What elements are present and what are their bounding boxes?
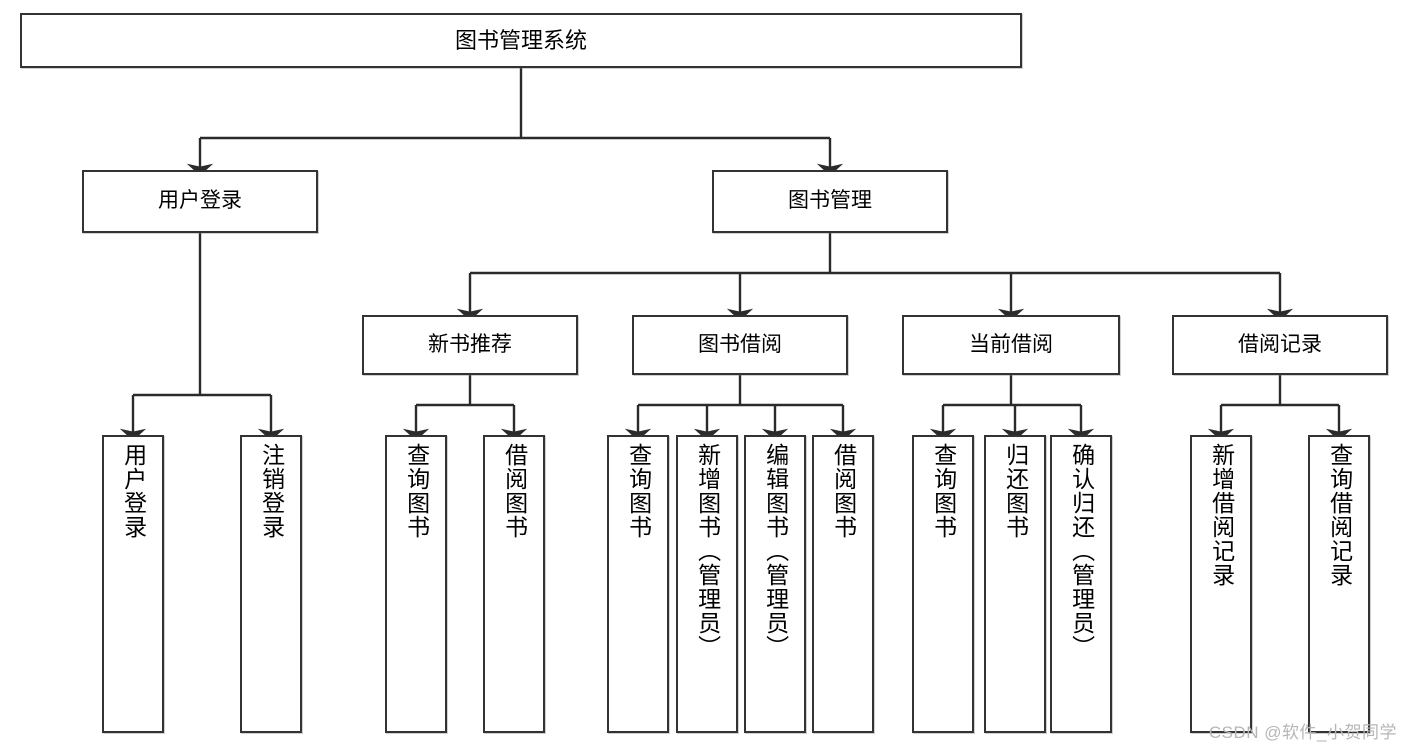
node-label-leaf-add-book: 新增图书（管理员） [694,443,721,659]
node-label-book-borrow: 图书借阅 [698,332,782,356]
node-label-leaf-edit-book: 编辑图书（管理员） [762,443,789,659]
node-label-current-borrow: 当前借阅 [969,332,1053,356]
node-leaf-user-logout[interactable]: 注销登录 [240,435,302,733]
node-book-borrow[interactable]: 图书借阅 [632,315,848,375]
node-leaf-edit-book[interactable]: 编辑图书（管理员） [744,435,806,733]
node-label-leaf-query-book-3: 查询图书 [930,443,957,539]
node-label-new-book-rec: 新书推荐 [428,332,512,356]
node-label-user-login: 用户登录 [158,189,242,213]
node-leaf-query-book-1[interactable]: 查询图书 [385,435,447,733]
node-current-borrow[interactable]: 当前借阅 [902,315,1120,375]
node-label-leaf-query-book-2: 查询图书 [625,443,652,539]
node-borrow-record[interactable]: 借阅记录 [1172,315,1388,375]
node-label-root: 图书管理系统 [454,27,587,53]
node-new-book-rec[interactable]: 新书推荐 [362,315,578,375]
node-leaf-user-login[interactable]: 用户登录 [102,435,164,733]
node-label-leaf-user-logout: 注销登录 [258,443,285,539]
node-leaf-add-book[interactable]: 新增图书（管理员） [676,435,738,733]
node-label-leaf-query-book-1: 查询图书 [403,443,430,539]
node-leaf-query-book-2[interactable]: 查询图书 [607,435,669,733]
node-label-leaf-user-login: 用户登录 [120,443,147,539]
node-leaf-query-book-3[interactable]: 查询图书 [912,435,974,733]
node-label-leaf-borrow-book-1: 借阅图书 [501,443,528,539]
node-leaf-borrow-book-1[interactable]: 借阅图书 [483,435,545,733]
node-label-book-manage: 图书管理 [788,189,872,213]
node-user-login[interactable]: 用户登录 [82,170,318,233]
node-leaf-confirm-return[interactable]: 确认归还（管理员） [1050,435,1112,733]
node-label-leaf-confirm-return: 确认归还（管理员） [1068,443,1095,659]
node-label-leaf-borrow-book-2: 借阅图书 [830,443,857,539]
node-label-leaf-query-record: 查询借阅记录 [1326,443,1353,587]
node-book-manage[interactable]: 图书管理 [712,170,948,233]
node-label-borrow-record: 借阅记录 [1238,332,1322,356]
node-leaf-borrow-book-2[interactable]: 借阅图书 [812,435,874,733]
node-leaf-return-book[interactable]: 归还图书 [984,435,1046,733]
node-leaf-query-record[interactable]: 查询借阅记录 [1308,435,1370,733]
node-leaf-add-record[interactable]: 新增借阅记录 [1190,435,1252,733]
node-label-leaf-return-book: 归还图书 [1002,443,1029,539]
node-root[interactable]: 图书管理系统 [20,13,1022,68]
node-label-leaf-add-record: 新增借阅记录 [1208,443,1235,587]
csdn-watermark: CSDN @软件_小贺同学 [1208,723,1397,742]
